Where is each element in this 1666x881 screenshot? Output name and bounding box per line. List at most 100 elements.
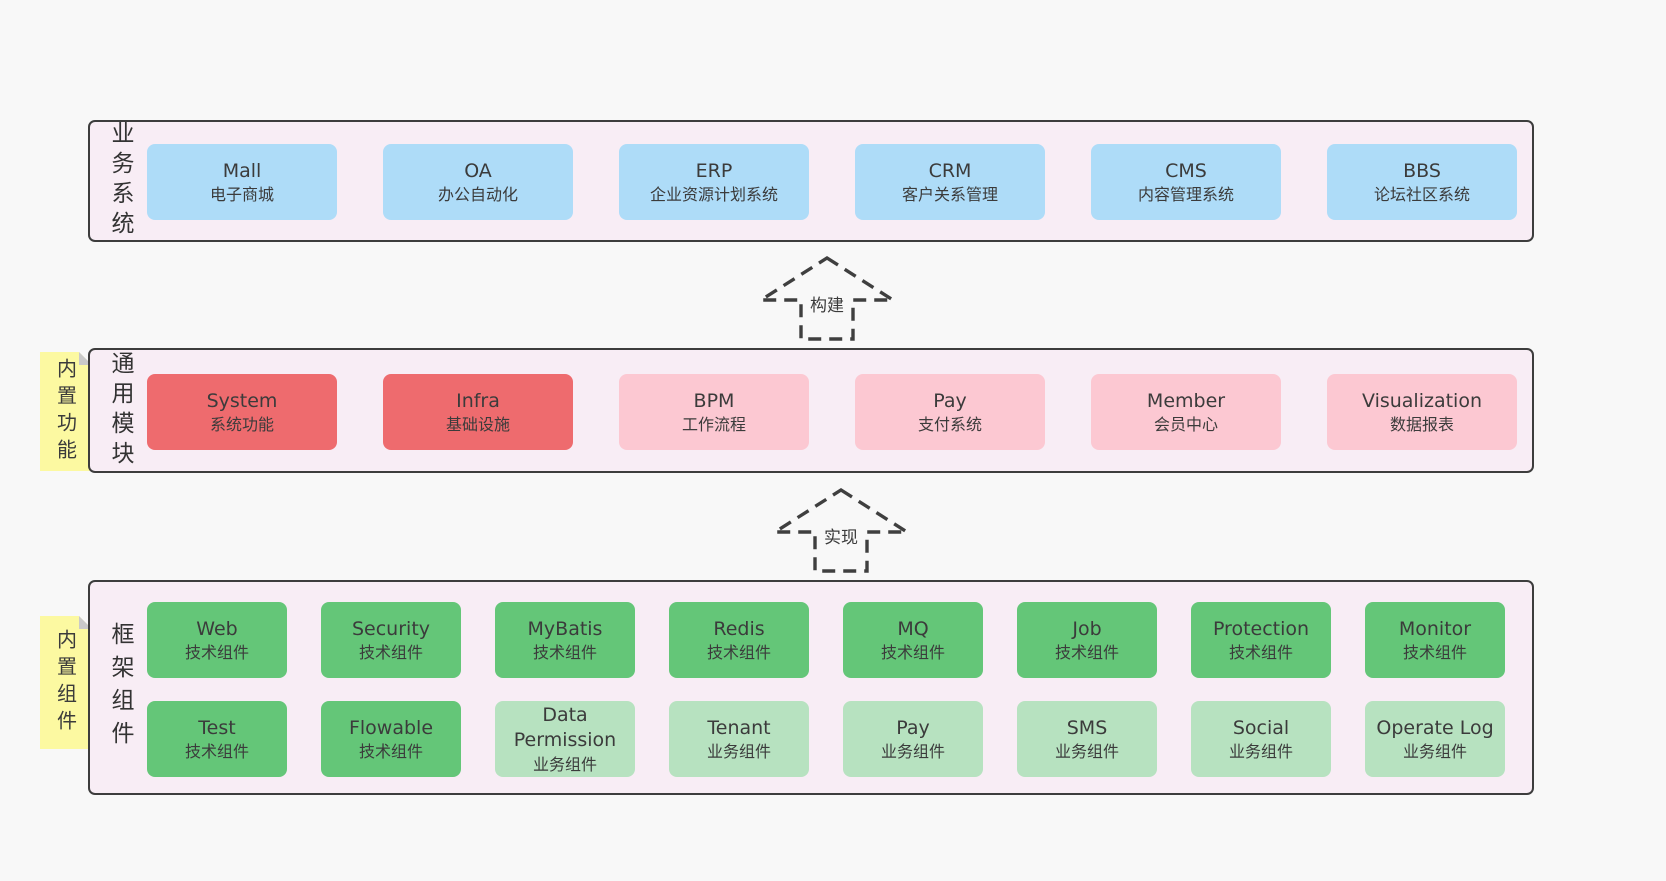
panel-side-label: 通用模块 [107,350,133,471]
box-subtitle: 工作流程 [681,414,746,434]
box-subtitle: 会员中心 [1153,414,1218,434]
box-title: Protection [1212,617,1310,640]
panel-side-label: 业务系统 [107,121,133,241]
box-subtitle: 技术组件 [1228,642,1293,662]
box-title: Operate Log [1376,716,1494,739]
box-subtitle: 基础设施 [445,414,510,434]
box-data-permission: Data Permission 业务组件 [495,701,635,777]
box-bbs: BBS 论坛社区系统 [1327,144,1517,220]
box-subtitle: 论坛社区系统 [1373,184,1470,204]
box-erp: ERP 企业资源计划系统 [619,144,809,220]
box-subtitle: 技术组件 [1402,642,1467,662]
box-bpm: BPM 工作流程 [619,374,809,450]
box-title: Flowable [348,716,434,739]
sticky-note-label: 内置组件 [53,628,78,737]
box-title: MyBatis [527,617,603,640]
box-subtitle: 系统功能 [209,414,274,434]
box-title: Monitor [1398,617,1472,640]
box-subtitle: 技术组件 [184,642,249,662]
box-subtitle: 技术组件 [184,741,249,761]
box-redis: Redis 技术组件 [669,602,809,678]
box-subtitle: 技术组件 [532,642,597,662]
build-arrow-label: 构建 [810,296,844,316]
panel-framework-components: 框架组件 Web 技术组件 Security 技术组件 MyBatis 技术组件… [88,580,1534,795]
box-tenant: Tenant 业务组件 [669,701,809,777]
box-subtitle: 业务组件 [706,741,771,761]
modules-box-row: System 系统功能 Infra 基础设施 BPM 工作流程 Pay 支付系统… [147,374,1517,450]
box-title: OA [464,159,492,182]
box-subtitle: 技术组件 [358,741,423,761]
box-title: CMS [1165,159,1207,182]
box-title: Pay [896,716,930,739]
box-title: Mall [222,159,262,182]
panel-side-label: 框架组件 [107,621,133,754]
box-mq: MQ 技术组件 [843,602,983,678]
box-title: SMS [1066,716,1108,739]
box-job: Job 技术组件 [1017,602,1157,678]
box-title: MQ [897,617,929,640]
box-title: Tenant [707,716,771,739]
box-security: Security 技术组件 [321,602,461,678]
box-pay: Pay 支付系统 [855,374,1045,450]
box-title: CRM [928,159,972,182]
implement-arrow-label: 实现 [824,528,858,548]
box-title: Test [198,716,236,739]
box-oa: OA 办公自动化 [383,144,573,220]
box-subtitle: 技术组件 [706,642,771,662]
box-visualization: Visualization 数据报表 [1327,374,1517,450]
business-box-row: Mall 电子商城 OA 办公自动化 ERP 企业资源计划系统 CRM 客户关系… [147,144,1517,220]
box-title: Redis [713,617,765,640]
box-title: Infra [456,389,500,412]
box-subtitle: 办公自动化 [437,184,518,204]
box-infra: Infra 基础设施 [383,374,573,450]
box-subtitle: 内容管理系统 [1137,184,1234,204]
box-monitor: Monitor 技术组件 [1365,602,1505,678]
box-title: System [206,389,278,412]
sticky-note-builtin-functions: 内置功能 [40,352,92,471]
box-subtitle: 客户关系管理 [901,184,998,204]
box-mybatis: MyBatis 技术组件 [495,602,635,678]
box-social: Social 业务组件 [1191,701,1331,777]
box-title: BPM [693,389,735,412]
box-subtitle: 业务组件 [880,741,945,761]
box-subtitle: 业务组件 [532,754,597,774]
box-web: Web 技术组件 [147,602,287,678]
box-subtitle: 技术组件 [880,642,945,662]
box-flowable: Flowable 技术组件 [321,701,461,777]
box-title: Visualization [1361,389,1482,412]
box-title: Job [1072,617,1102,640]
box-title: ERP [695,159,733,182]
box-operate-log: Operate Log 业务组件 [1365,701,1505,777]
components-box-row-1: Web 技术组件 Security 技术组件 MyBatis 技术组件 Redi… [147,602,1505,678]
box-member: Member 会员中心 [1091,374,1281,450]
box-title: Member [1146,389,1226,412]
box-subtitle: 电子商城 [209,184,274,204]
box-subtitle: 数据报表 [1389,414,1454,434]
panel-business-systems: 业务系统 Mall 电子商城 OA 办公自动化 ERP 企业资源计划系统 CRM… [88,120,1534,242]
box-title: Security [351,617,431,640]
box-subtitle: 业务组件 [1228,741,1293,761]
box-title: Data Permission [513,704,617,752]
box-sms: SMS 业务组件 [1017,701,1157,777]
box-subtitle: 支付系统 [917,414,982,434]
box-test: Test 技术组件 [147,701,287,777]
box-title: Web [196,617,238,640]
build-arrow-icon: 构建 [757,255,897,341]
sticky-note-builtin-components: 内置组件 [40,616,92,749]
box-title: Social [1232,716,1290,739]
box-subtitle: 技术组件 [358,642,423,662]
box-subtitle: 技术组件 [1054,642,1119,662]
box-system: System 系统功能 [147,374,337,450]
box-subtitle: 业务组件 [1402,741,1467,761]
box-protection: Protection 技术组件 [1191,602,1331,678]
implement-arrow-icon: 实现 [771,487,911,573]
box-subtitle: 企业资源计划系统 [649,184,778,204]
box-pay-business: Pay 业务组件 [843,701,983,777]
sticky-note-label: 内置功能 [53,357,78,466]
box-cms: CMS 内容管理系统 [1091,144,1281,220]
components-box-row-2: Test 技术组件 Flowable 技术组件 Data Permission … [147,701,1505,777]
box-title: Pay [933,389,967,412]
box-title: BBS [1403,159,1441,182]
box-subtitle: 业务组件 [1054,741,1119,761]
